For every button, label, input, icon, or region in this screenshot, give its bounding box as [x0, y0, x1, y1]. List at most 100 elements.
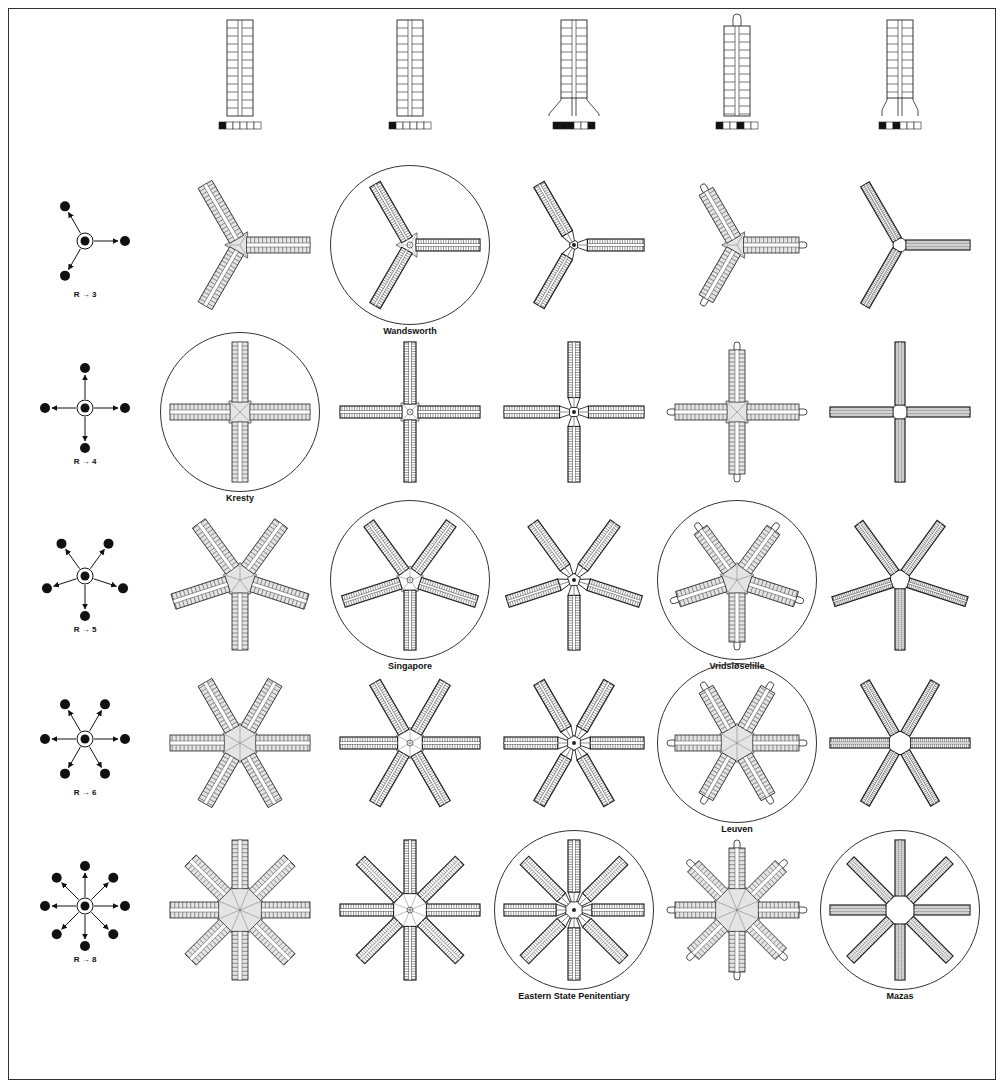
cell-wing-part: [568, 892, 580, 902]
wing-elevation-part: [227, 20, 253, 116]
cell-wing: [247, 237, 310, 253]
radial-plan: [534, 181, 644, 308]
bar-square: [900, 122, 907, 129]
cell-wing-part: [172, 578, 226, 609]
cell-wing: [418, 406, 480, 418]
bar-square: [219, 122, 226, 129]
radial-arrow: [54, 579, 77, 586]
cell-wing-part: [738, 685, 775, 733]
cell-wing-part: [911, 742, 970, 744]
cell-wing: [504, 737, 568, 749]
cell-wing-part: [200, 183, 242, 239]
cell-wing-part: [695, 526, 734, 571]
target-dot: [80, 861, 90, 871]
cell-wing: [746, 855, 792, 901]
cell-wing: [426, 904, 480, 916]
cell-wing-part: [538, 256, 568, 306]
central-hub: [229, 401, 251, 423]
cell-wing-part: [830, 742, 889, 744]
cell-wing-part: [675, 410, 727, 414]
cell-wing-part: [559, 582, 569, 585]
radial-icon: [60, 201, 130, 280]
prison-name: Mazas: [886, 991, 913, 1001]
cell-wing-part: [172, 735, 220, 751]
target-dot: [108, 873, 118, 883]
cell-wing-part: [356, 856, 402, 902]
cell-wing-part: [577, 568, 583, 576]
cell-wing-part: [899, 589, 901, 650]
cell-wing-part: [241, 678, 282, 733]
target-dot: [120, 901, 130, 911]
cell-wing: [682, 919, 728, 965]
cell-wing-part: [747, 410, 799, 414]
cell-wing-part: [862, 249, 901, 306]
cell-wing-part: [830, 407, 893, 417]
target-dot: [80, 443, 90, 453]
cell-wing-part: [729, 354, 745, 398]
cell-wing-part: [197, 522, 234, 570]
cell-wing-part: [833, 582, 892, 603]
wing-elevation-part: [561, 20, 587, 98]
cell-wing-part: [520, 856, 565, 901]
cell-wing-part: [534, 181, 573, 236]
cell-wing: [895, 342, 905, 405]
cell-wing-part: [254, 924, 291, 961]
cell-wing: [356, 917, 402, 963]
cell-wing-part: [232, 422, 248, 482]
wing-elevation-part: [724, 26, 750, 116]
radial-arrow: [90, 747, 102, 768]
target-dot: [60, 201, 70, 211]
cell-wing-part: [861, 182, 902, 242]
radial-plan: [170, 678, 310, 807]
cell-wing: [572, 520, 620, 579]
cell-wing: [914, 905, 970, 915]
cell-wing-part: [862, 184, 901, 241]
cell-wing-part: [895, 842, 905, 894]
cell-wing-part: [528, 520, 570, 571]
radial-plan-part: [407, 409, 413, 415]
cell-wing-part: [676, 576, 728, 606]
cell-wing: [906, 240, 970, 250]
cell-wing-part: [744, 237, 799, 253]
cell-wing-part: [418, 411, 480, 413]
row-label: R → 6: [74, 788, 97, 798]
radial-plan: [170, 342, 310, 482]
cell-wing: [504, 904, 566, 916]
cell-wing-part: [729, 935, 745, 971]
cell-wing-part: [590, 239, 643, 251]
cell-wing-part: [577, 748, 582, 757]
radial-plan: [667, 678, 807, 807]
cell-wing-part: [848, 858, 892, 902]
cell-wing-part: [203, 681, 234, 730]
radial-plan: [830, 680, 970, 806]
cell-wing-part: [185, 922, 227, 964]
cell-wing-part: [916, 905, 968, 915]
circle-outline: [330, 500, 490, 660]
cell-wing: [907, 407, 970, 417]
cell-wing-part: [238, 931, 242, 980]
cell-wing-part: [199, 680, 237, 730]
cell-wing-part: [189, 859, 226, 896]
highlight-circle: Mazas: [820, 830, 980, 990]
cell-wing: [744, 237, 807, 253]
cell-wing-part: [592, 909, 644, 911]
cell-wing-part: [830, 738, 889, 748]
cell-wing: [753, 735, 807, 751]
cell-wing: [832, 578, 893, 606]
cell-wing-part: [688, 919, 728, 959]
cell-wing: [861, 248, 902, 308]
radial-icon: [40, 861, 130, 951]
cell-wing-part: [735, 848, 739, 889]
radial-plan: [830, 342, 970, 482]
cell-wing: [695, 180, 741, 243]
cell-wing-part: [751, 404, 795, 420]
cell-wing-part: [583, 856, 628, 901]
cell-wing-part: [232, 593, 248, 650]
cell-wing-part: [247, 243, 310, 247]
cell-wing: [370, 181, 412, 242]
hub-ring: [77, 233, 93, 249]
cell-wing: [232, 593, 248, 650]
frame-border: [9, 9, 996, 1080]
cell-wing-part: [895, 589, 905, 650]
